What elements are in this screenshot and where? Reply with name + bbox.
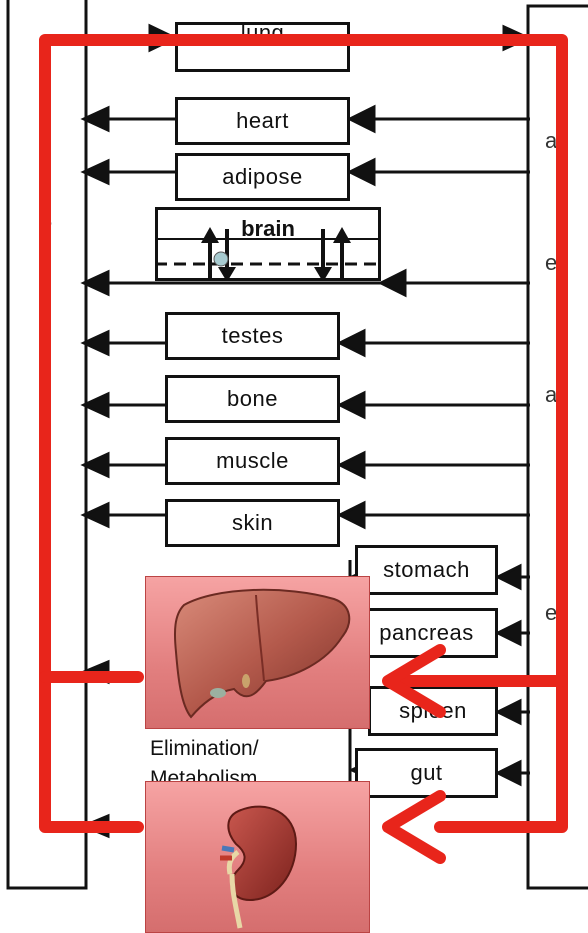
red-arrowhead-kidney bbox=[388, 796, 440, 858]
highlight-loop bbox=[45, 40, 562, 827]
